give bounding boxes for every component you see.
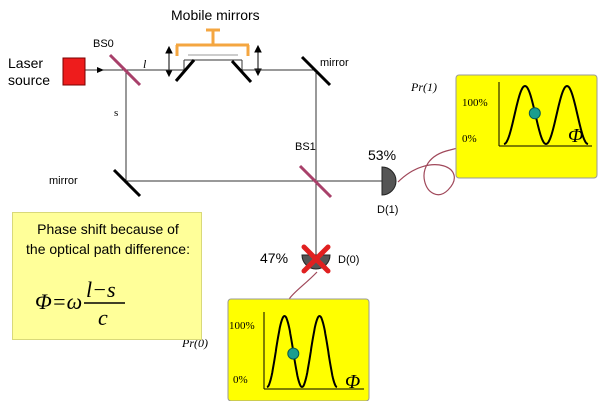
mirror-bottom-left[interactable] <box>112 168 142 198</box>
mirror-top-right[interactable] <box>300 55 332 87</box>
mobile-mirror-left[interactable] <box>174 59 196 82</box>
beam-splitter-bs1[interactable] <box>298 164 333 199</box>
detector-d1[interactable] <box>381 166 397 196</box>
formula-denominator: c <box>98 305 108 330</box>
detector-d1-label: D(1) <box>377 204 398 216</box>
blocked-x-icon <box>301 244 331 274</box>
pr0-y-bottom: 0% <box>233 374 248 386</box>
detector-d0-label: D(0) <box>338 254 359 266</box>
laser-label-line1: Laser <box>8 55 43 71</box>
formula-numerator: l−s <box>86 277 116 302</box>
pr1-phi-symbol: Φ <box>568 125 583 147</box>
percent-47-label: 47% <box>260 250 288 266</box>
laser-source[interactable] <box>62 57 86 86</box>
beam-splitter-bs0[interactable] <box>108 53 142 87</box>
pr0-phi-symbol: Φ <box>345 371 360 393</box>
path-s-label: s <box>114 107 118 119</box>
plot-pr0: 100% 0% Φ <box>227 298 370 401</box>
phase-text-line1: Phase shift because of <box>37 221 179 237</box>
pr1-label: Pr(1) <box>410 80 437 94</box>
mobile-mirror-right[interactable] <box>230 59 253 84</box>
bs1-label: BS1 <box>295 141 316 153</box>
plot-pr1: 100% 0% Φ <box>455 74 598 179</box>
mobile-mirrors-label: Mobile mirrors <box>171 7 260 23</box>
pr1-y-bottom: 0% <box>462 133 477 145</box>
formula-lhs: Φ=ω <box>35 289 82 314</box>
pr0-y-top: 100% <box>229 320 255 332</box>
bs0-label: BS0 <box>93 38 114 50</box>
phase-text-line2: the optical path difference: <box>26 241 190 257</box>
percent-53-label: 53% <box>368 147 396 163</box>
path-l-label: l <box>143 57 147 71</box>
laser-label-line2: source <box>8 72 50 88</box>
beam-arrow-icon <box>97 67 104 73</box>
mirror-bottom-left-label: mirror <box>49 175 78 187</box>
pr1-marker <box>528 107 541 120</box>
phase-shift-box: Phase shift because of the optical path … <box>12 212 202 340</box>
pr0-marker <box>287 347 300 360</box>
pr1-y-top: 100% <box>462 97 488 109</box>
mobile-mirror-mount[interactable] <box>175 28 250 56</box>
mirror-top-right-label: mirror <box>320 57 349 69</box>
phase-formula: Φ=ω l−s c <box>35 277 125 330</box>
